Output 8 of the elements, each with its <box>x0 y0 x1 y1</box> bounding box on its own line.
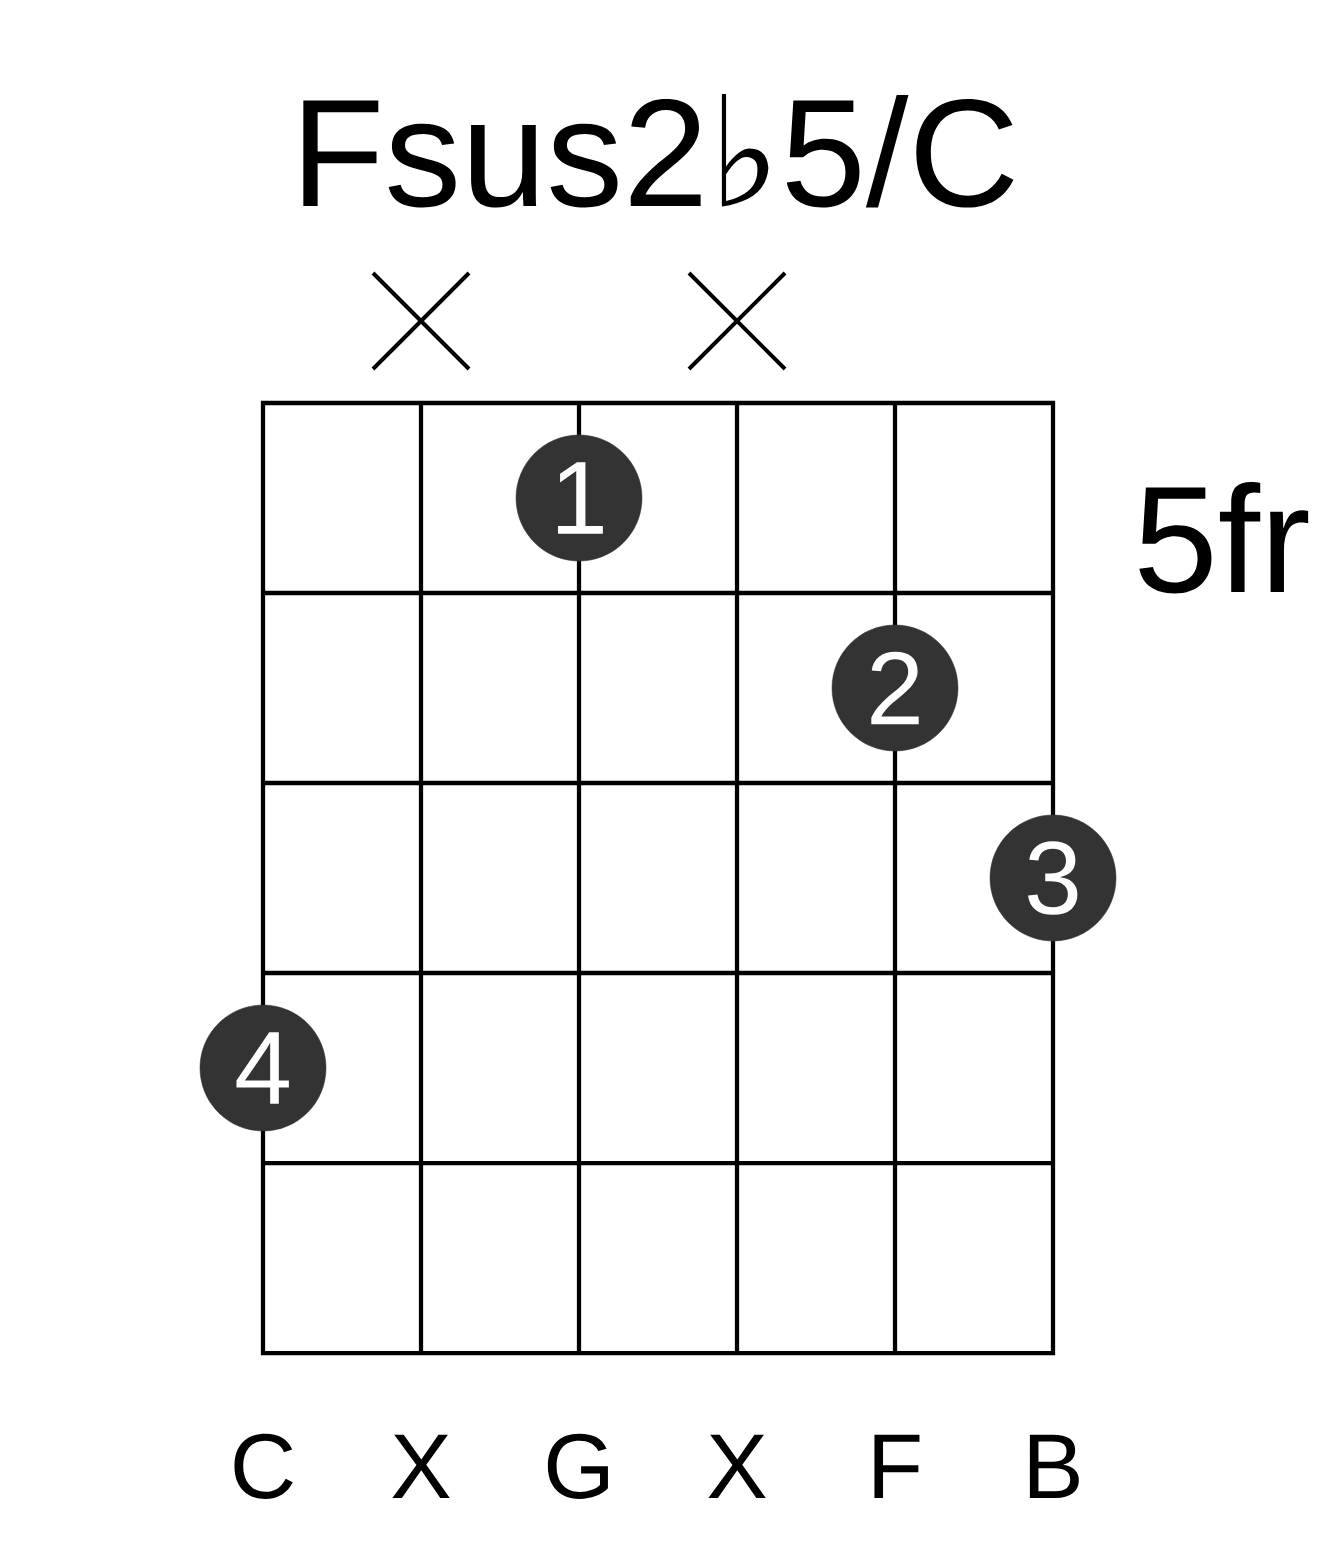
chord-title: Fsus2♭5/C <box>303 93 1014 208</box>
string-note: C <box>234 1433 293 1499</box>
string-note: F <box>874 1434 920 1498</box>
string-note: X <box>708 1434 766 1498</box>
string-note: X <box>392 1434 450 1498</box>
string-note: G <box>547 1433 608 1499</box>
string-note: B <box>1029 1434 1079 1498</box>
fret-number: 5fr <box>1139 482 1309 594</box>
